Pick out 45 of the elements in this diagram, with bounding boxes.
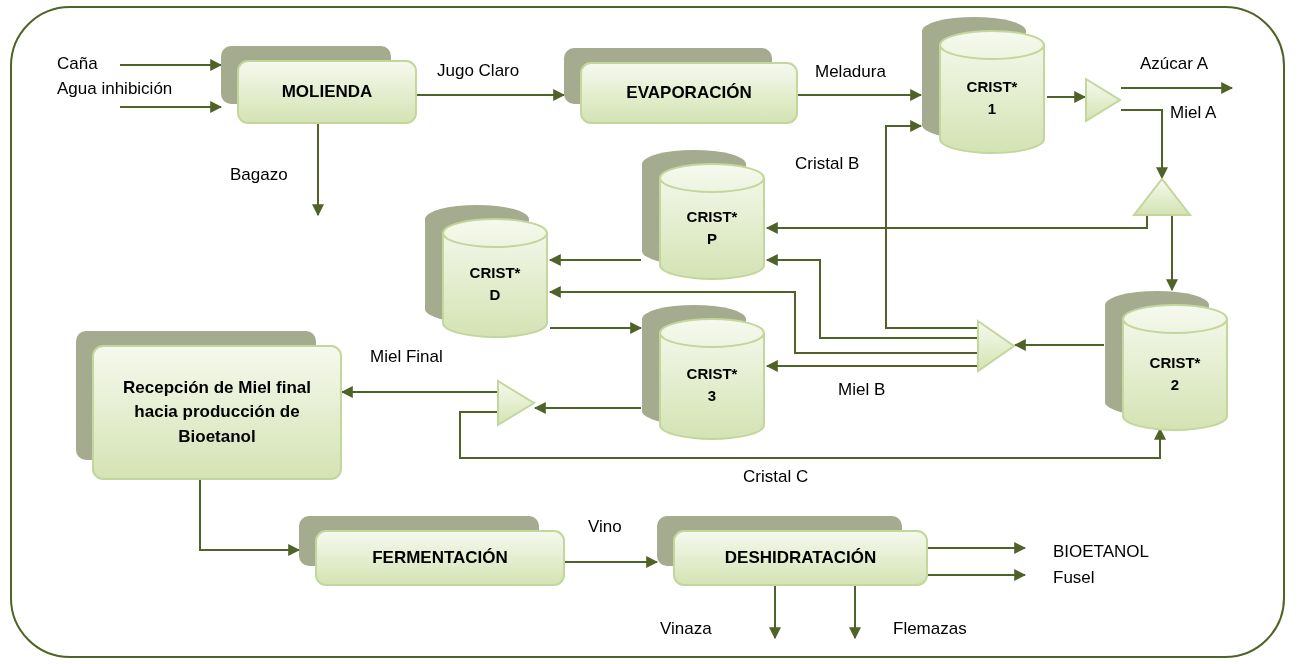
arrow bbox=[765, 215, 1148, 234]
edge-label: Cristal B bbox=[795, 155, 860, 174]
arrow bbox=[1046, 91, 1087, 103]
arrow bbox=[119, 59, 223, 71]
arrow bbox=[416, 89, 566, 101]
arrow bbox=[459, 411, 1166, 459]
edge-label: Azúcar A bbox=[1140, 55, 1209, 74]
arrow bbox=[119, 101, 223, 113]
edge-label: Jugo Claro bbox=[437, 62, 520, 81]
arrow bbox=[533, 402, 642, 414]
edge-label: Miel Final bbox=[370, 348, 443, 367]
edge-label: Vinaza bbox=[660, 620, 712, 639]
edge-label: BIOETANOL bbox=[1053, 543, 1150, 562]
arrow bbox=[885, 120, 978, 329]
edge-label: Caña bbox=[57, 55, 98, 74]
arrow bbox=[797, 89, 923, 101]
arrow bbox=[927, 569, 1027, 581]
arrow bbox=[769, 585, 781, 640]
arrow bbox=[1120, 109, 1168, 180]
arrow bbox=[765, 360, 978, 372]
edge-label: Cristal C bbox=[743, 468, 809, 487]
edge-label: Fusel bbox=[1053, 569, 1095, 588]
arrow bbox=[199, 479, 301, 556]
splitter-triangle bbox=[1085, 78, 1121, 122]
arrow bbox=[548, 254, 642, 266]
arrow bbox=[927, 542, 1027, 554]
arrow bbox=[548, 286, 978, 354]
edge-label: Miel A bbox=[1170, 104, 1217, 123]
arrow bbox=[1166, 215, 1178, 292]
arrow bbox=[765, 254, 978, 339]
edge-label: Vino bbox=[588, 518, 622, 537]
edge-label: Agua inhibición bbox=[57, 80, 173, 99]
arrow bbox=[1120, 82, 1234, 94]
edge-label: Meladura bbox=[815, 63, 886, 82]
arrow bbox=[312, 123, 324, 217]
arrow bbox=[1013, 339, 1105, 351]
arrow bbox=[549, 322, 643, 334]
splitter-triangle bbox=[497, 380, 535, 426]
edge-label: Miel B bbox=[838, 381, 886, 400]
edge-label: Flemazas bbox=[893, 620, 967, 639]
edge-label: Bagazo bbox=[230, 166, 288, 185]
arrow bbox=[564, 556, 659, 568]
splitter-triangle bbox=[977, 320, 1015, 372]
splitter-triangle bbox=[1133, 178, 1191, 216]
arrow bbox=[849, 585, 861, 640]
